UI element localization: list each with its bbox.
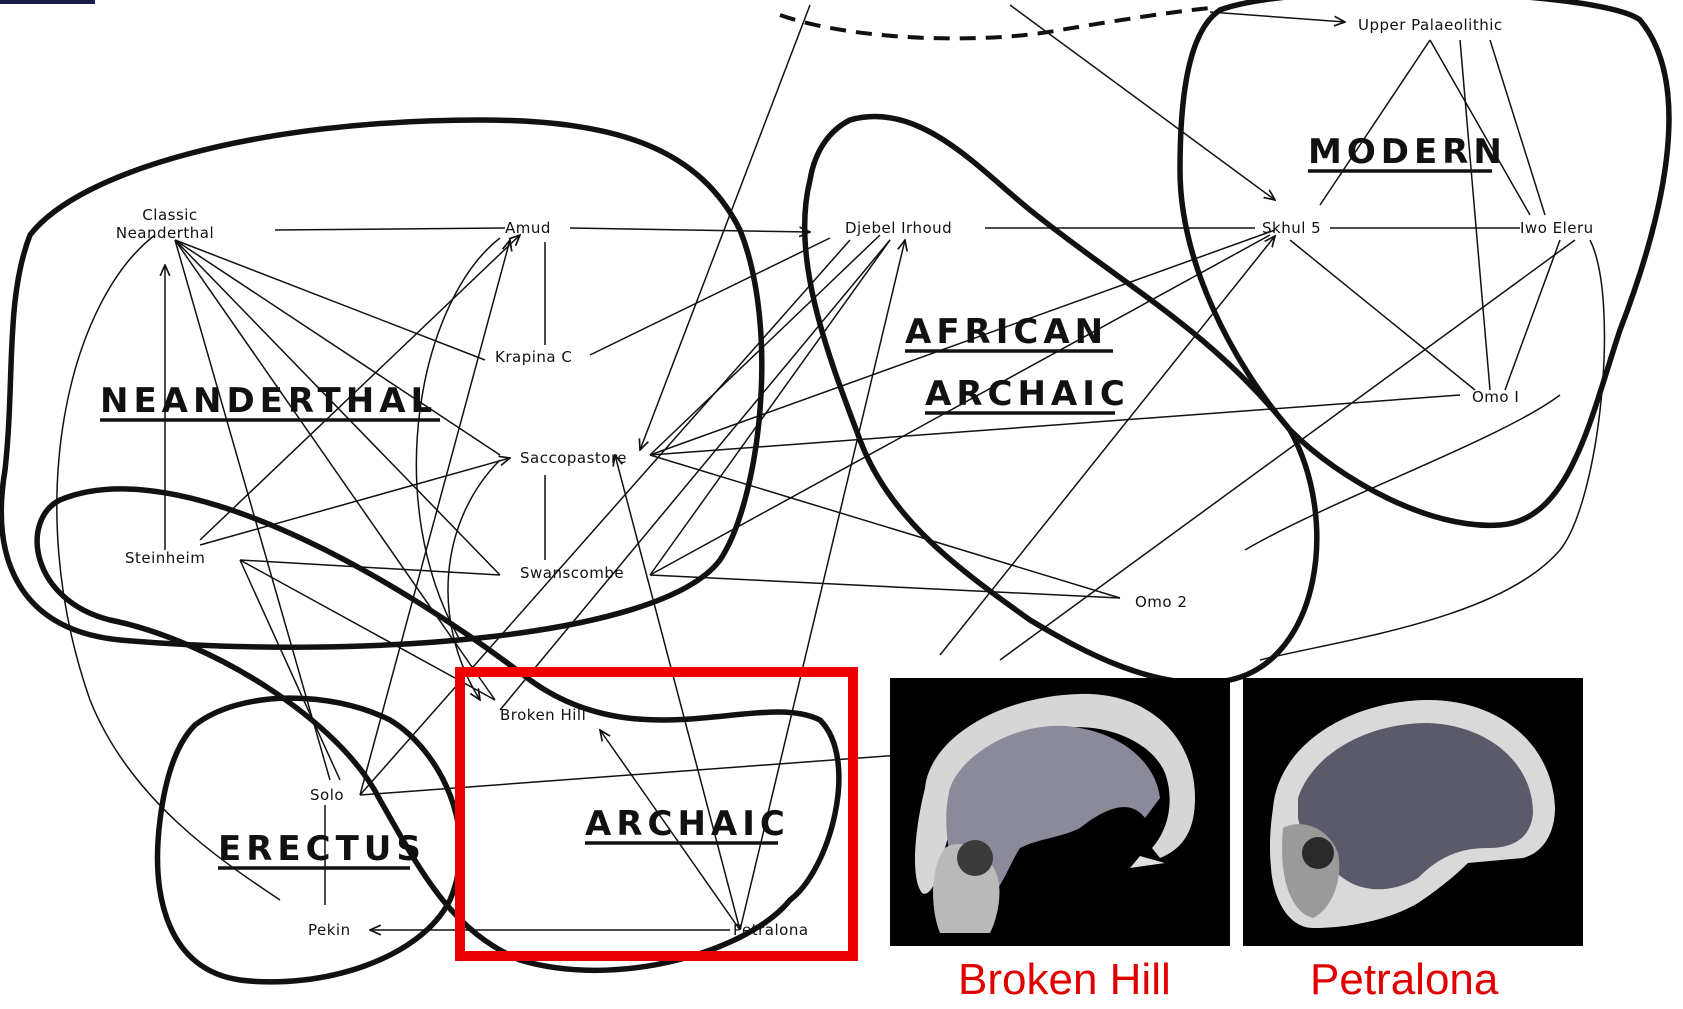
broken-hill-skull-photo: [890, 678, 1230, 946]
node-amud: Amud: [505, 219, 551, 237]
node-iwo-eleru: Iwo Eleru: [1520, 219, 1594, 237]
skull-image: [890, 678, 1230, 946]
region-label-african-archaic-line2: ARCHAIC: [925, 374, 1130, 414]
caption-broken-hill: Broken Hill: [958, 955, 1171, 1005]
skull-image: [1243, 678, 1583, 946]
caption-petralona: Petralona: [1310, 955, 1498, 1005]
node-upper-palaeolithic: Upper Palaeolithic: [1358, 16, 1503, 34]
node-broken-hill: Broken Hill: [500, 706, 586, 724]
region-label-neanderthal: NEANDERTHAL: [100, 381, 437, 421]
node-swanscombe: Swanscombe: [520, 564, 624, 582]
node-petralona: Petralona: [733, 921, 809, 939]
node-saccopastore: Saccopastore: [520, 449, 627, 467]
node-classic-neanderthal-line2: Neanderthal: [116, 224, 214, 242]
node-omo-2: Omo 2: [1135, 593, 1187, 611]
petralona-skull-photo: [1243, 678, 1583, 946]
corner-mark: [0, 0, 95, 4]
node-omo-1: Omo I: [1472, 388, 1519, 406]
node-skhul-5: Skhul 5: [1262, 219, 1321, 237]
node-classic-neanderthal-line1: Classic: [142, 206, 197, 224]
node-krapina-c: Krapina C: [495, 348, 572, 366]
region-label-erectus: ERECTUS: [218, 829, 426, 869]
node-pekin: Pekin: [308, 921, 351, 939]
node-solo: Solo: [310, 786, 344, 804]
node-djebel-irhoud: Djebel Irhoud: [845, 219, 952, 237]
node-steinheim: Steinheim: [125, 549, 205, 567]
dashed-lineage-curve: [780, 8, 1210, 38]
region-label-modern: MODERN: [1308, 132, 1507, 172]
region-label-archaic: ARCHAIC: [585, 804, 790, 844]
region-label-african-archaic-line1: AFRICAN: [905, 312, 1108, 352]
